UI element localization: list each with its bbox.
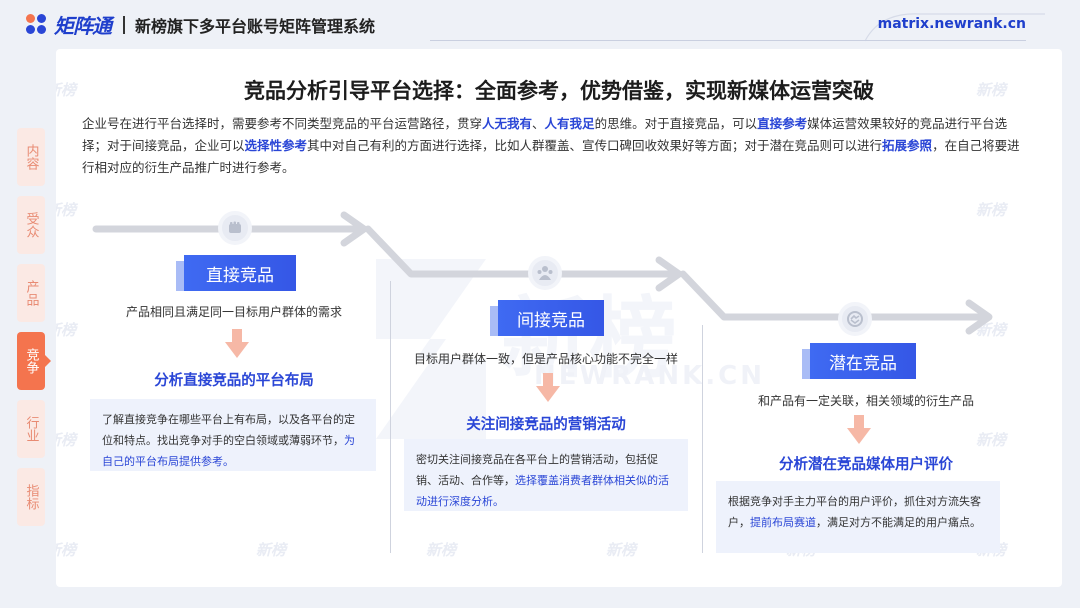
watermark: 新榜: [606, 541, 637, 559]
logo-text: 矩阵通: [54, 14, 112, 38]
intro-highlight: 直接参考: [757, 116, 808, 131]
column-detail-box: 密切关注间接竞品在各平台上的营销活动，包括促销、活动、合作等，选择覆盖消费者群体…: [404, 439, 688, 511]
intro-highlight: 选择性参考: [244, 138, 308, 153]
watermark: 新榜: [256, 541, 287, 559]
intro-text: 企业号在进行平台选择时，需要参考不同类型竞品的平台运营路径，贯穿: [82, 116, 483, 131]
column-subtitle: 分析潜在竞品媒体用户评价: [779, 457, 953, 473]
page-title: 竞品分析引导平台选择：全面参考，优势借鉴，实现新媒体运营突破: [244, 79, 874, 103]
header-divider: [430, 40, 1026, 41]
intro-text: ，在自己将要进行相对应的衍生产品推广时进行参考。: [82, 138, 1020, 175]
intro-highlight: 人有我足: [544, 116, 595, 131]
watermark: 新榜: [56, 201, 77, 219]
intro-text: 媒体运营效果较好的竞品进行平台选择；对于间接竞品，企业可以: [82, 116, 1008, 153]
header-title: 新榜旗下多平台账号矩阵管理系统: [135, 16, 376, 36]
column-subtitle: 关注间接竞品的营销活动: [466, 417, 626, 433]
nav-item-metrics[interactable]: 指标: [17, 468, 45, 526]
tag-indirect-competitor: 间接竞品: [490, 300, 604, 336]
watermark: 新榜: [976, 321, 1007, 339]
box-highlight: 为自己的平台布局提供参考。: [102, 434, 355, 468]
intro-text: 、: [532, 116, 545, 131]
nav-item-label: 内容: [23, 144, 39, 170]
header: 矩阵通 新榜旗下多平台账号矩阵管理系统 matrix.newrank.cn: [0, 0, 1080, 46]
intro-text: 的思维。对于直接竞品，可以: [594, 116, 758, 131]
header-swoosh-icon: [864, 13, 1045, 42]
intro-paragraph: 企业号在进行平台选择时，需要参考不同类型竞品的平台运营路径，贯穿人无我有、人有我…: [82, 113, 1022, 179]
nav-item-label: 竞争: [23, 348, 39, 374]
box-text: ，满足对方不能满足的用户痛点。: [816, 516, 981, 529]
intro-highlight: 拓展参照: [882, 138, 933, 153]
column-description: 目标用户群体一致，但是产品核心功能不完全一样: [413, 352, 678, 366]
down-arrow-icon: [536, 373, 560, 402]
watermark: 新榜: [976, 431, 1007, 449]
watermark: 新榜: [56, 541, 77, 559]
column-description: 产品相同且满足同一目标用户群体的需求: [125, 305, 342, 319]
header-url-link[interactable]: matrix.newrank.cn: [877, 16, 1026, 32]
box-text: 密切关注间接竞品在各平台上的营销活动，包括促销、活动、合作等，: [416, 453, 658, 487]
nav-item-product[interactable]: 产品: [17, 264, 45, 322]
box-text: 根据竞争对手主力平台的用户评价，抓住对方流失客户，: [728, 495, 981, 529]
logo-mark-icon: [26, 13, 48, 36]
tag-potential-competitor: 潜在竞品: [802, 343, 916, 379]
nav-item-label: 产品: [23, 280, 39, 306]
content-card: 新榜 新榜 新榜 新榜 新榜 新榜 新榜 新榜 新榜 新榜 新榜 新榜 新榜 新…: [56, 49, 1062, 587]
people-icon: [528, 256, 562, 290]
intro-text: 其中对自己有利的方面进行选择，比如人群覆盖、宣传口碑回收效果好等方面；对于潜在竞…: [307, 138, 883, 153]
watermark: 新榜: [56, 431, 77, 449]
handshake-icon: [838, 302, 872, 336]
down-arrow-icon: [847, 415, 871, 444]
box-highlight: 选择覆盖消费者群体相关似的活动进行深度分析。: [416, 474, 669, 508]
logo[interactable]: 矩阵通 新榜旗下多平台账号矩阵管理系统: [26, 10, 375, 39]
nav-item-label: 受众: [23, 212, 39, 238]
watermark-big-text: NEWRANK.CN: [534, 361, 765, 391]
column-divider: [390, 281, 391, 553]
nav-item-label: 指标: [23, 484, 39, 510]
nav-item-audience[interactable]: 受众: [17, 196, 45, 254]
box-text: 了解直接竞争在哪些平台上有布局，以及各平台的定位和特点。找出竞争对手的空白领域或…: [102, 413, 355, 447]
nav-item-industry[interactable]: 行业: [17, 400, 45, 458]
watermark: 新榜: [976, 81, 1007, 99]
column-detail-box: 了解直接竞争在哪些平台上有布局，以及各平台的定位和特点。找出竞争对手的空白领域或…: [90, 399, 376, 471]
column-detail-box: 根据竞争对手主力平台的用户评价，抓住对方流失客户，提前布局赛道，满足对方不能满足…: [716, 481, 1000, 553]
nav-item-label: 行业: [23, 416, 39, 442]
watermark: 新榜: [426, 541, 457, 559]
fist-icon: [218, 211, 252, 245]
watermark: 新榜: [56, 321, 77, 339]
box-highlight: 提前布局赛道: [750, 516, 816, 529]
down-arrow-icon: [225, 329, 249, 358]
nav-item-competition[interactable]: 竞争: [17, 332, 51, 390]
logo-separator: [123, 15, 125, 34]
column-description: 和产品有一定关联，相关领域的衍生产品: [757, 394, 974, 408]
column-divider: [702, 325, 703, 553]
nav-item-content[interactable]: 内容: [17, 128, 45, 186]
watermark: 新榜: [976, 201, 1007, 219]
tag-direct-competitor: 直接竞品: [176, 255, 296, 291]
column-subtitle: 分析直接竞品的平台布局: [154, 373, 314, 389]
intro-highlight: 人无我有: [482, 116, 533, 131]
watermark: 新榜: [56, 81, 77, 99]
